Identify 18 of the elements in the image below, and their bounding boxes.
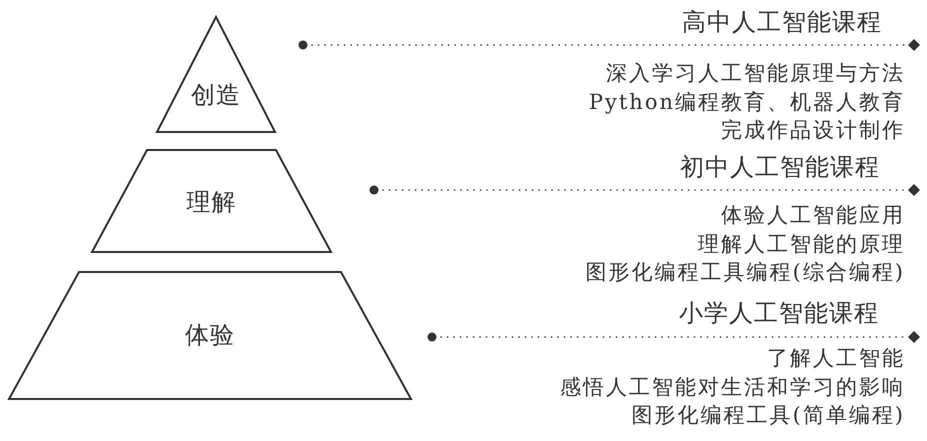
course-heading: 高中人工智能课程 [682, 8, 882, 36]
pyramid-tier [156, 16, 276, 133]
pyramid-tier [91, 149, 332, 253]
tier-label: 理解 [186, 188, 236, 216]
course-item: 了解人工智能 [767, 345, 905, 371]
course-item: Python编程教育、机器人教育 [588, 89, 905, 115]
course-item: 图形化编程工具(简单编程) [632, 402, 905, 428]
course-item: 深入学习人工智能原理与方法 [606, 60, 905, 86]
course-item: 图形化编程工具编程(综合编程) [586, 259, 905, 285]
tier-label: 体验 [185, 321, 235, 349]
course-heading: 初中人工智能课程 [680, 153, 880, 181]
course-heading: 小学人工智能课程 [679, 299, 879, 327]
pyramid-tier [8, 271, 412, 400]
course-item: 完成作品设计制作 [721, 117, 905, 143]
course-item: 体验人工智能应用 [721, 202, 905, 228]
course-item: 感悟人工智能对生活和学习的影响 [560, 374, 905, 400]
tier-label: 创造 [191, 81, 241, 109]
course-item: 理解人工智能的原理 [698, 231, 905, 257]
